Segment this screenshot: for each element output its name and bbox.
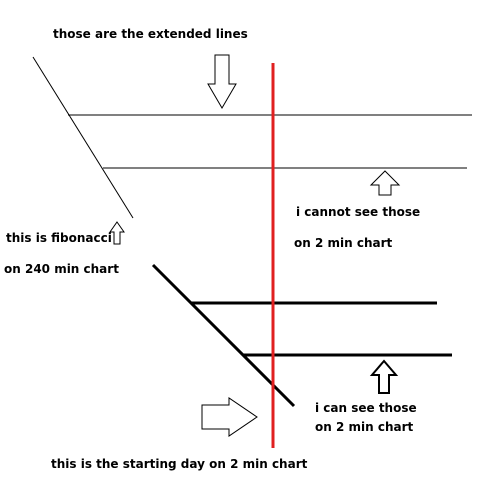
arrow-right-icon [201,397,258,437]
fib-240-diagonal [32,56,134,219]
fib-2min-diagonal [151,263,296,408]
extended-lines-label: those are the extended lines [53,27,248,41]
arrow-up-icon [369,170,401,196]
fibonacci-label: this is fibonacci [6,231,112,245]
can-see-label: i can see those [315,401,417,415]
arrow-up-icon [369,359,399,394]
arrow-down-icon [207,54,237,109]
arrow-up-icon [109,221,125,245]
starting-day-label: this is the starting day on 2 min chart [51,457,308,471]
can-see-timeframe-label: on 2 min chart [315,420,414,434]
cannot-see-timeframe-label: on 2 min chart [294,236,393,250]
cannot-see-label: i cannot see those [296,205,421,219]
fibonacci-timeframe-label: on 240 min chart [4,262,119,276]
